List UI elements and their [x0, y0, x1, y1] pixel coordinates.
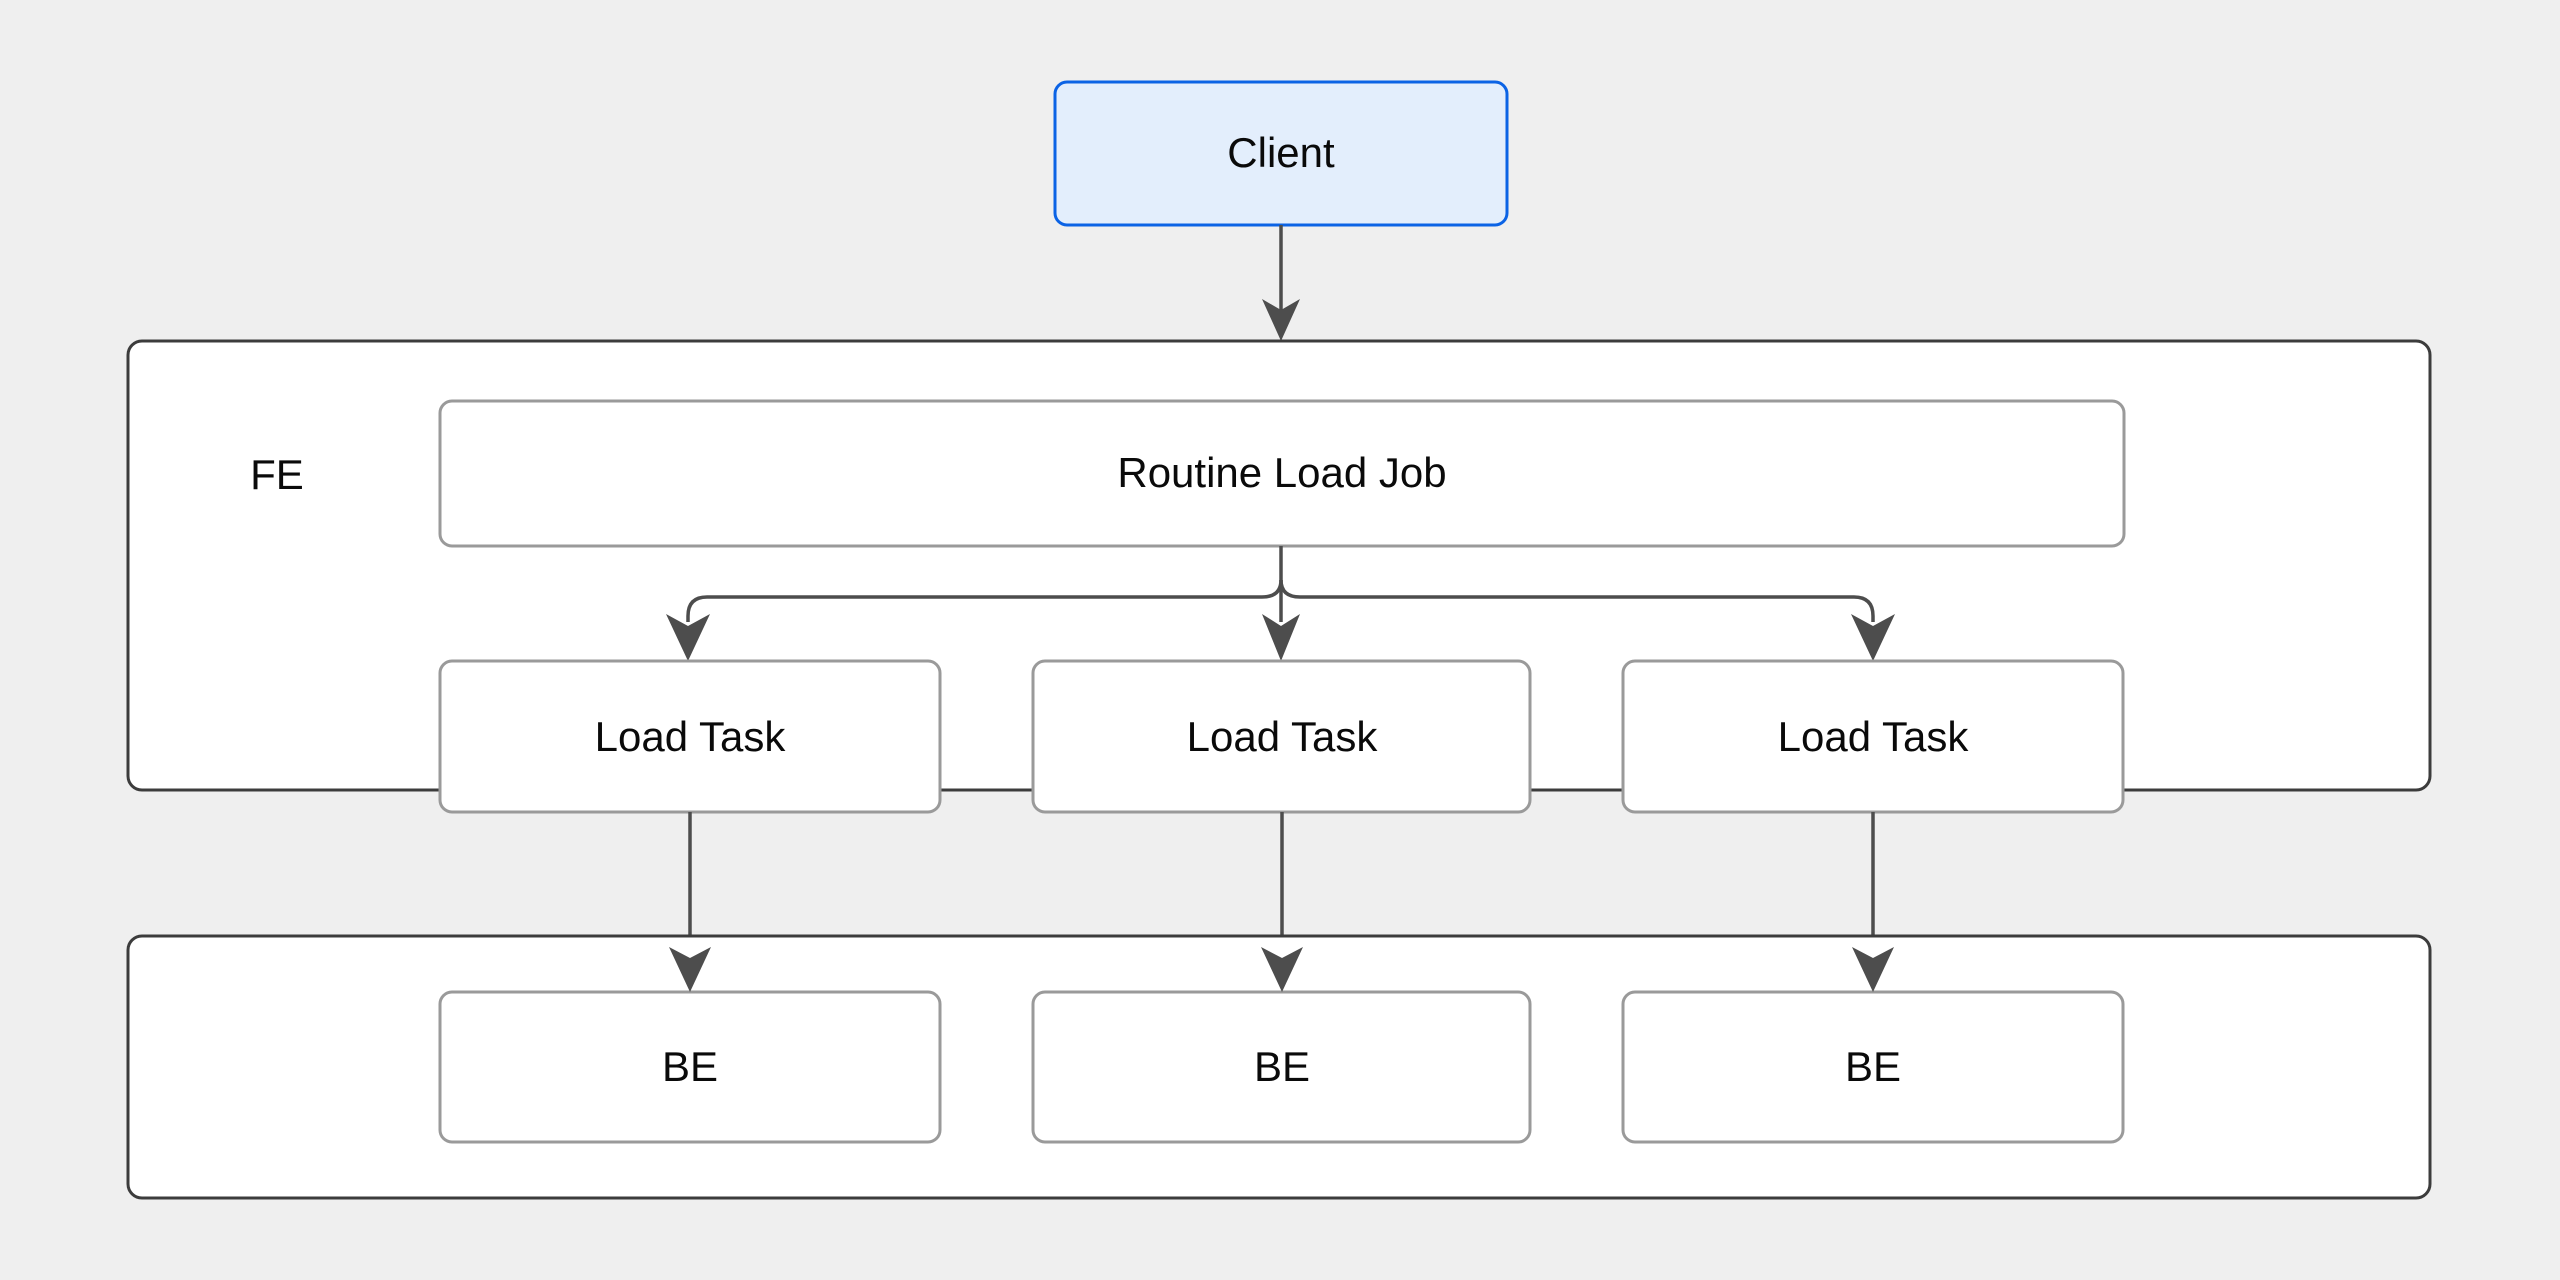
node-load-task-2[interactable]: Load Task: [1031, 659, 1532, 814]
arrowhead-icon: [1852, 947, 1894, 992]
arrowhead-icon: [669, 947, 711, 992]
node-client[interactable]: Client: [1053, 80, 1509, 227]
edge-rlj-to-load-task-1: [666, 546, 1283, 661]
edge-arrow-overlays: [669, 947, 1894, 992]
node-be-1[interactable]: BE: [438, 990, 942, 1144]
client-label: Client: [1227, 129, 1335, 176]
arrowhead-icon: [1851, 614, 1895, 661]
node-load-task-1[interactable]: Load Task: [438, 659, 942, 814]
routine-load-job-label: Routine Load Job: [1117, 449, 1446, 496]
edge-client-to-fe: [1262, 225, 1300, 341]
be-1-label: BE: [662, 1043, 718, 1090]
node-be-3[interactable]: BE: [1621, 990, 2125, 1144]
arrowhead-icon: [1262, 299, 1300, 341]
fe-group-label: FE: [250, 451, 304, 498]
arrowhead-icon: [1262, 614, 1300, 661]
load-task-3-label: Load Task: [1778, 713, 1970, 760]
node-load-task-3[interactable]: Load Task: [1621, 659, 2125, 814]
arrowhead-icon: [666, 614, 710, 661]
arrowhead-icon: [1261, 947, 1303, 992]
load-task-1-label: Load Task: [595, 713, 787, 760]
be-2-box[interactable]: [1031, 990, 1532, 1144]
node-be-2[interactable]: BE: [1031, 990, 1532, 1144]
edge-rlj-to-load-task-3-line: [1279, 579, 1875, 622]
edge-rlj-to-load-task-3: [1279, 579, 1895, 661]
be-2-label: BE: [1254, 1043, 1310, 1090]
load-task-2-label: Load Task: [1187, 713, 1379, 760]
be-3-label: BE: [1845, 1043, 1901, 1090]
edge-rlj-to-load-task-1-line: [686, 579, 1283, 622]
node-routine-load-job[interactable]: Routine Load Job: [438, 399, 2126, 548]
